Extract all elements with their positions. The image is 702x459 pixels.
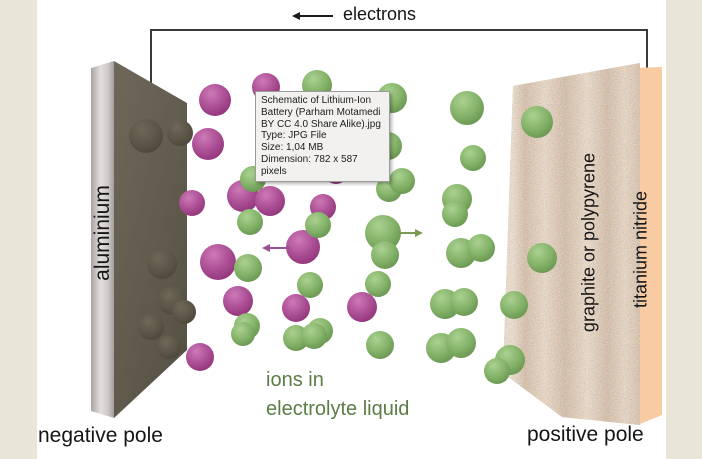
purple-ion-sphere <box>186 343 214 371</box>
green-ion-sphere <box>234 254 262 282</box>
green-ion-sphere <box>297 272 323 298</box>
purple-ion-sphere <box>179 190 205 216</box>
circuit-wire-right <box>646 29 648 68</box>
purple-ion-sphere <box>282 294 310 322</box>
titanium-label: titanium nitride <box>630 190 651 309</box>
aluminium-electrode-edge <box>91 61 114 418</box>
green-ion-sphere <box>366 331 394 359</box>
green-ion-sphere <box>446 328 476 358</box>
green-ion-sphere <box>450 288 478 316</box>
green-ion-sphere <box>305 212 331 238</box>
embedded-sphere <box>172 300 196 324</box>
embedded-sphere <box>167 120 193 146</box>
electrolyte-caption-line1: ions in <box>266 369 324 391</box>
green-ion-sphere <box>484 358 510 384</box>
green-ion-sphere <box>450 91 484 125</box>
file-info-tooltip: Schematic of Lithium-Ion Battery (Parham… <box>255 91 390 182</box>
tooltip-filesize: Size: 1,04 MB <box>261 142 324 154</box>
green-ion-sphere <box>301 323 327 349</box>
tooltip-filename-line3: BY CC 4.0 Share Alike).jpg <box>261 118 381 130</box>
green-ion-sphere <box>231 322 255 346</box>
purple-ion-sphere <box>347 292 377 322</box>
purple-ion-sphere <box>200 244 236 280</box>
purple-ion-sphere <box>255 186 285 216</box>
green-ion-sphere <box>460 145 486 171</box>
embedded-sphere <box>147 249 177 279</box>
electrolyte-caption: ions in electrolyte liquid <box>266 366 409 424</box>
electrons-label: electrons <box>343 4 417 24</box>
tooltip-dimensions: Dimension: 782 x 587 pixels <box>261 153 358 177</box>
tooltip-filename-line1: Schematic of Lithium-Ion <box>261 95 372 106</box>
green-ion-sphere <box>527 243 557 273</box>
electrolyte-caption-line2: electrolyte liquid <box>266 398 410 420</box>
embedded-sphere <box>157 335 181 359</box>
green-ion-sphere <box>521 106 553 138</box>
purple-ion-sphere <box>223 286 253 316</box>
green-ion-sphere <box>237 209 263 235</box>
green-ion-sphere <box>467 234 495 262</box>
green-ion-sphere <box>371 241 399 269</box>
green-ion-sphere <box>500 291 528 319</box>
aluminium-label: aluminium <box>91 185 114 281</box>
purple-ion-sphere <box>199 84 231 116</box>
negative-ion-arrow <box>399 228 423 237</box>
circuit-wire-left <box>150 29 152 84</box>
purple-ion-sphere <box>192 128 224 160</box>
tooltip-filetype: Type: JPG File <box>261 130 327 142</box>
graphite-label: graphite or polypyrene <box>578 152 599 333</box>
electron-flow-arrow <box>292 11 333 20</box>
positive-pole-label: positive pole <box>527 423 644 446</box>
green-ion-sphere <box>365 271 391 297</box>
green-ion-sphere <box>389 168 415 194</box>
negative-pole-label: negative pole <box>38 424 163 447</box>
embedded-sphere <box>138 314 164 340</box>
positive-ion-arrow <box>262 243 290 252</box>
green-ion-sphere <box>442 201 468 227</box>
tooltip-filename-line2: Battery (Parham Motamedi <box>261 106 381 118</box>
embedded-sphere <box>129 119 163 153</box>
circuit-wire-top <box>150 29 648 31</box>
